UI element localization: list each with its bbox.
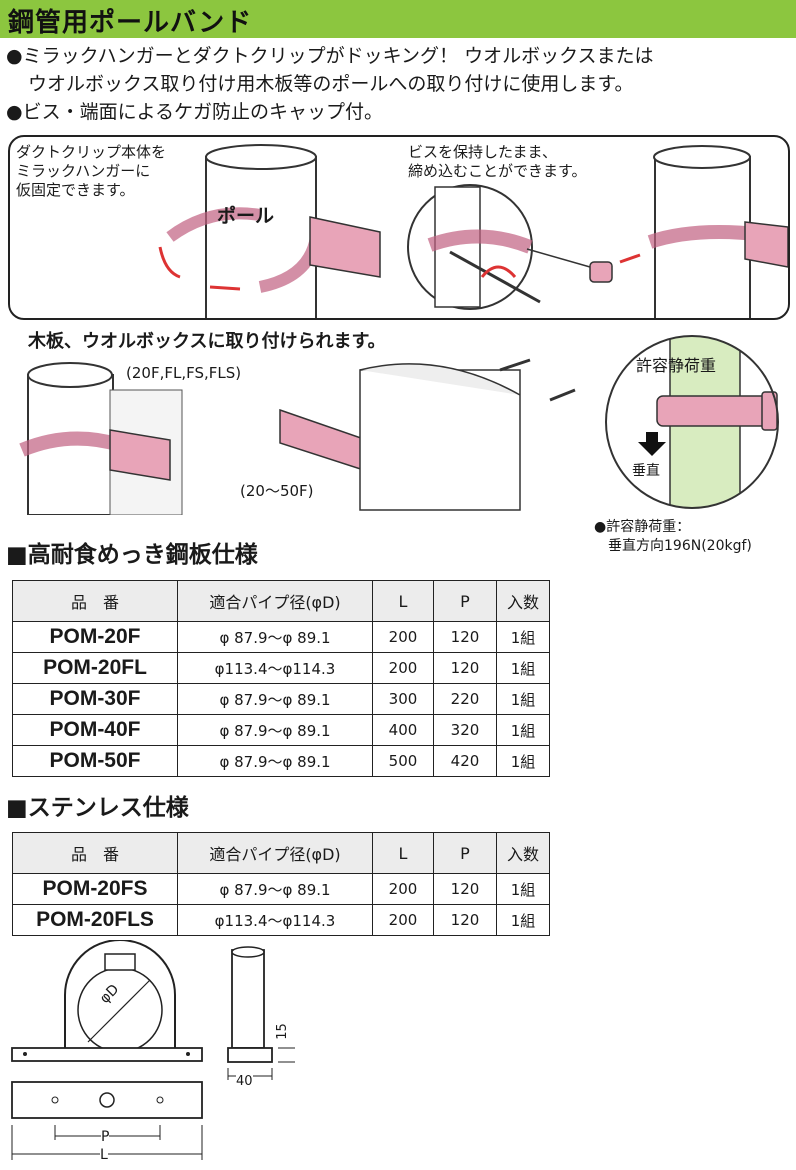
- column-header: L: [372, 832, 434, 874]
- assembly-illustration: [158, 144, 788, 318]
- cell-code: POM-20FLS: [12, 904, 178, 936]
- feature-item: ●ミラックハンガーとダクトクリップがドッキング！ ウオルボックスまたは: [6, 45, 654, 67]
- cell-l: 300: [372, 683, 434, 715]
- table-header-row: 品 番 適合パイプ径(φD) L P 入数: [12, 580, 550, 622]
- table-row: POM-20FS φ 87.9〜φ 89.1 200 120 1組: [12, 873, 550, 905]
- cell-p: 220: [433, 683, 497, 715]
- column-header: 入数: [496, 832, 550, 874]
- side-width-label: 40: [236, 1072, 253, 1091]
- cell-l: 200: [372, 621, 434, 653]
- load-arrow-label: 垂直: [632, 463, 660, 479]
- caption-right: ビスを保持したまま、 締め込むことができます。: [408, 143, 587, 181]
- cell-p: 420: [433, 745, 497, 777]
- cell-l: 200: [372, 904, 434, 936]
- title-bar: 鋼管用ポールバンド: [0, 0, 796, 38]
- spec-table-galvanized: 品 番 適合パイプ径(φD) L P 入数 POM-20F φ 87.9〜φ 8…: [12, 580, 550, 777]
- caption-line: 仮固定できます。: [16, 181, 135, 199]
- cell-pipe: φ113.4〜φ114.3: [177, 652, 373, 684]
- caption-line: ビスを保持したまま、: [408, 143, 557, 161]
- caption-line: ダクトクリップ本体を: [16, 143, 167, 161]
- column-header: 入数: [496, 580, 550, 622]
- table-row: POM-20FLS φ113.4〜φ114.3 200 120 1組: [12, 904, 550, 936]
- cell-l: 200: [372, 652, 434, 684]
- cell-qty: 1組: [496, 745, 550, 777]
- feature-item: ●ビス・端面によるケガ防止のキャップ付。: [6, 101, 384, 123]
- load-note: ●許容静荷重： 垂直方向196N(20kgf): [594, 518, 752, 556]
- l-label: L: [100, 1146, 108, 1165]
- table-header-row: 品 番 適合パイプ径(φD) L P 入数: [12, 832, 550, 874]
- cell-qty: 1組: [496, 714, 550, 746]
- cell-l: 400: [372, 714, 434, 746]
- column-header: 品 番: [12, 832, 178, 874]
- cell-pipe: φ 87.9〜φ 89.1: [177, 714, 373, 746]
- cell-code: POM-20FL: [12, 652, 178, 684]
- caption-line: 締め込むことができます。: [408, 162, 587, 180]
- load-note-line: ●許容静荷重：: [594, 519, 691, 535]
- cell-qty: 1組: [496, 904, 550, 936]
- table-row: POM-20F φ 87.9〜φ 89.1 200 120 1組: [12, 621, 550, 653]
- mounting-illustration: [19, 358, 576, 515]
- load-circle-title: 許容静荷重: [636, 356, 717, 375]
- cell-p: 120: [433, 904, 497, 936]
- table-row: POM-20FL φ113.4〜φ114.3 200 120 1組: [12, 652, 550, 684]
- column-header: P: [433, 580, 497, 622]
- table-row: POM-50F φ 87.9〜φ 89.1 500 420 1組: [12, 745, 550, 777]
- spec-table-stainless: 品 番 適合パイプ径(φD) L P 入数 POM-20FS φ 87.9〜φ …: [12, 832, 550, 936]
- cell-pipe: φ 87.9〜φ 89.1: [177, 621, 373, 653]
- cell-pipe: φ113.4〜φ114.3: [177, 904, 373, 936]
- cell-p: 320: [433, 714, 497, 746]
- pole-label: ポール: [217, 205, 275, 227]
- cell-code: POM-30F: [12, 683, 178, 715]
- caption-left: ダクトクリップ本体を ミラックハンガーに 仮固定できます。: [16, 143, 166, 200]
- range-label: (20〜50F): [240, 482, 314, 500]
- cell-qty: 1組: [496, 652, 550, 684]
- mount-heading: 木板、ウオルボックスに取り付けられます。: [28, 331, 386, 352]
- cell-qty: 1組: [496, 683, 550, 715]
- feature-item: ウオルボックス取り付け用木板等のポールへの取り付けに使用します。: [28, 73, 634, 95]
- variants-label: (20F,FL,FS,FLS): [126, 364, 242, 382]
- load-note-line: 垂直方向196N(20kgf): [608, 538, 752, 554]
- cell-code: POM-40F: [12, 714, 178, 746]
- cell-pipe: φ 87.9〜φ 89.1: [177, 745, 373, 777]
- page-title: 鋼管用ポールバンド: [8, 8, 253, 38]
- column-header: 品 番: [12, 580, 178, 622]
- cell-qty: 1組: [496, 873, 550, 905]
- cell-pipe: φ 87.9〜φ 89.1: [177, 873, 373, 905]
- cell-p: 120: [433, 873, 497, 905]
- cell-code: POM-20F: [12, 621, 178, 653]
- cell-qty: 1組: [496, 621, 550, 653]
- column-header: P: [433, 832, 497, 874]
- column-header: 適合パイプ径(φD): [177, 580, 373, 622]
- dimension-drawing: [11, 940, 295, 1160]
- section-heading: ■高耐食めっき鋼板仕様: [6, 542, 258, 568]
- side-height-label: 15: [274, 1023, 290, 1040]
- column-header: L: [372, 580, 434, 622]
- load-circle-illustration: [605, 335, 779, 509]
- column-header: 適合パイプ径(φD): [177, 832, 373, 874]
- cell-pipe: φ 87.9〜φ 89.1: [177, 683, 373, 715]
- section-heading: ■ステンレス仕様: [6, 795, 189, 821]
- p-label: P: [101, 1128, 110, 1147]
- feature-list: ●ミラックハンガーとダクトクリップがドッキング！ ウオルボックスまたは ウオルボ…: [6, 42, 654, 126]
- caption-line: ミラックハンガーに: [16, 162, 151, 180]
- cell-code: POM-50F: [12, 745, 178, 777]
- cell-code: POM-20FS: [12, 873, 178, 905]
- cell-l: 200: [372, 873, 434, 905]
- cell-p: 120: [433, 652, 497, 684]
- cell-l: 500: [372, 745, 434, 777]
- assembly-diagram: ダクトクリップ本体を ミラックハンガーに 仮固定できます。 ポール ビスを保持し…: [8, 135, 790, 320]
- cell-p: 120: [433, 621, 497, 653]
- table-row: POM-40F φ 87.9〜φ 89.1 400 320 1組: [12, 714, 550, 746]
- table-row: POM-30F φ 87.9〜φ 89.1 300 220 1組: [12, 683, 550, 715]
